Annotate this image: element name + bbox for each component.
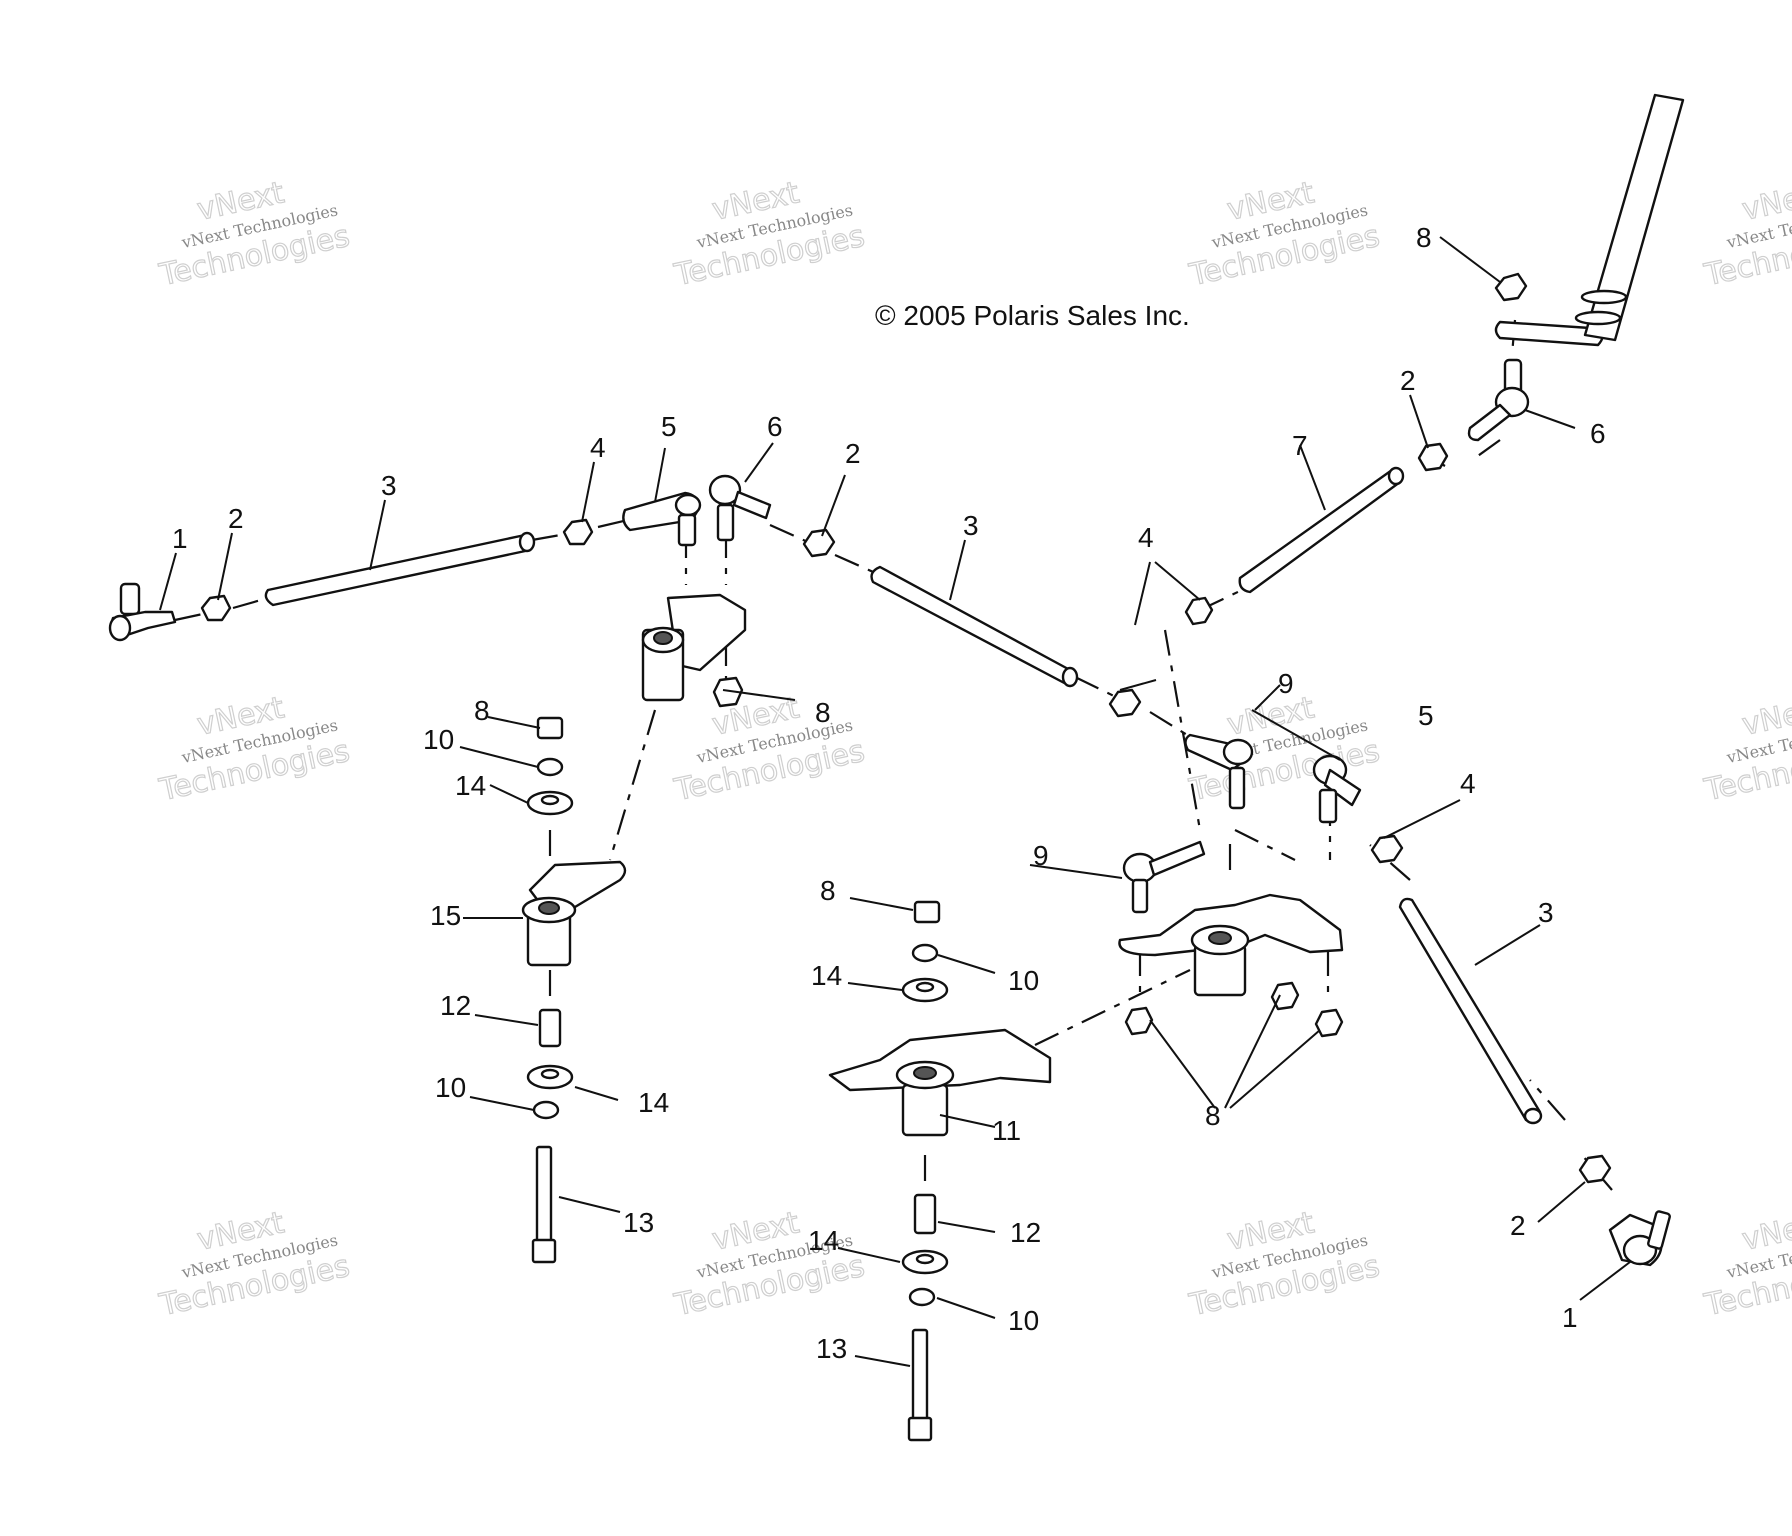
bushing-14-left-top [526,790,574,816]
bushing-14-center-top [901,977,949,1003]
rod-end-5-left [622,491,702,547]
nut-8-right-a [1124,1006,1154,1036]
hex-nut-2b [802,528,836,558]
rod-end-9-lower [1122,840,1206,914]
copyright-notice: © 2005 Polaris Sales Inc. [875,300,1190,331]
washer-10-center-top [911,943,939,963]
center-idler-11 [828,1028,1052,1137]
callout-9: 9 [1278,668,1294,699]
tie-rod-end-left [108,582,177,642]
callout-10: 10 [423,724,454,755]
bolt-13-left [531,1145,557,1264]
callout-4: 4 [1460,768,1476,799]
bolt-13-center [907,1328,933,1442]
washer-10-center-bottom [908,1287,936,1307]
tie-rod-end-right [1608,1210,1671,1267]
callout-2: 2 [1510,1210,1526,1241]
hex-nut-2c [1417,442,1449,472]
hex-nut-4d [1370,834,1404,864]
callout-8: 8 [1205,1100,1221,1131]
leader-lines [159,236,1631,1367]
nut-8-left [536,716,564,740]
callout-1: 1 [172,523,188,554]
callout-8: 8 [474,695,490,726]
callout-8: 8 [1416,222,1432,253]
rod-end-9-upper [1184,733,1254,810]
tie-rod-right [1398,897,1543,1125]
callout-3: 3 [963,510,979,541]
idler-arm-upper-left [641,593,747,702]
spacer-12-left [538,1008,562,1048]
hex-nut-4b [1108,688,1142,718]
callout-10: 10 [1008,965,1039,996]
nut-8-right-c [1314,1008,1344,1038]
callout-7: 7 [1292,430,1308,461]
nut-8-right-b [1270,981,1300,1011]
callout-14: 14 [808,1225,839,1256]
bushing-14-left-bottom [526,1064,574,1090]
callout-12: 12 [440,990,471,1021]
parts-layer [108,93,1685,1442]
hex-nut-4c [1184,596,1214,626]
callout-14: 14 [811,960,842,991]
bushing-14-center-bottom [901,1249,949,1275]
callout-4: 4 [1138,522,1154,553]
callout-14: 14 [638,1087,669,1118]
right-steering-plate [1118,893,1344,997]
callout-4: 4 [590,432,606,463]
callout-1: 1 [1562,1302,1578,1333]
callout-2: 2 [1400,365,1416,396]
tie-rod-left [264,531,536,607]
idler-arm-15 [521,860,627,967]
callout-6: 6 [1590,418,1606,449]
callout-11: 11 [992,1115,1021,1146]
hex-nut-2d [1578,1154,1612,1184]
callout-15: 15 [430,900,461,931]
callout-9: 9 [1033,840,1049,871]
callout-3: 3 [1538,897,1554,928]
callout-3: 3 [381,470,397,501]
tie-rod-center [870,565,1079,688]
callout-2: 2 [845,438,861,469]
callout-14: 14 [455,770,486,801]
callout-6: 6 [767,411,783,442]
callout-5: 5 [661,411,677,442]
callouts: 1 2 3 4 5 6 2 3 4 7 2 8 6 8 10 14 15 12 … [172,222,1606,1364]
callout-10: 10 [1008,1305,1039,1336]
washer-10-left-top [536,757,564,777]
drag-link [1238,466,1405,594]
nut-8-center [913,900,941,924]
callout-8: 8 [820,875,836,906]
rod-end-6-right [1467,358,1530,442]
rod-end-5-right [1312,754,1362,824]
steering-column [1574,93,1685,342]
callout-13: 13 [623,1207,654,1238]
rod-end-6-left [708,474,772,542]
callout-12: 12 [1010,1217,1041,1248]
nut-8-left-upper [712,676,744,708]
hex-nut-4a [562,518,594,546]
hex-nut-2a [200,594,232,622]
spacer-12-center [913,1193,937,1235]
callout-5: 5 [1418,700,1434,731]
callout-2: 2 [228,503,244,534]
washer-10-left-bottom [532,1100,560,1120]
callout-10: 10 [435,1072,466,1103]
callout-13: 13 [816,1333,847,1364]
callout-8: 8 [815,697,831,728]
